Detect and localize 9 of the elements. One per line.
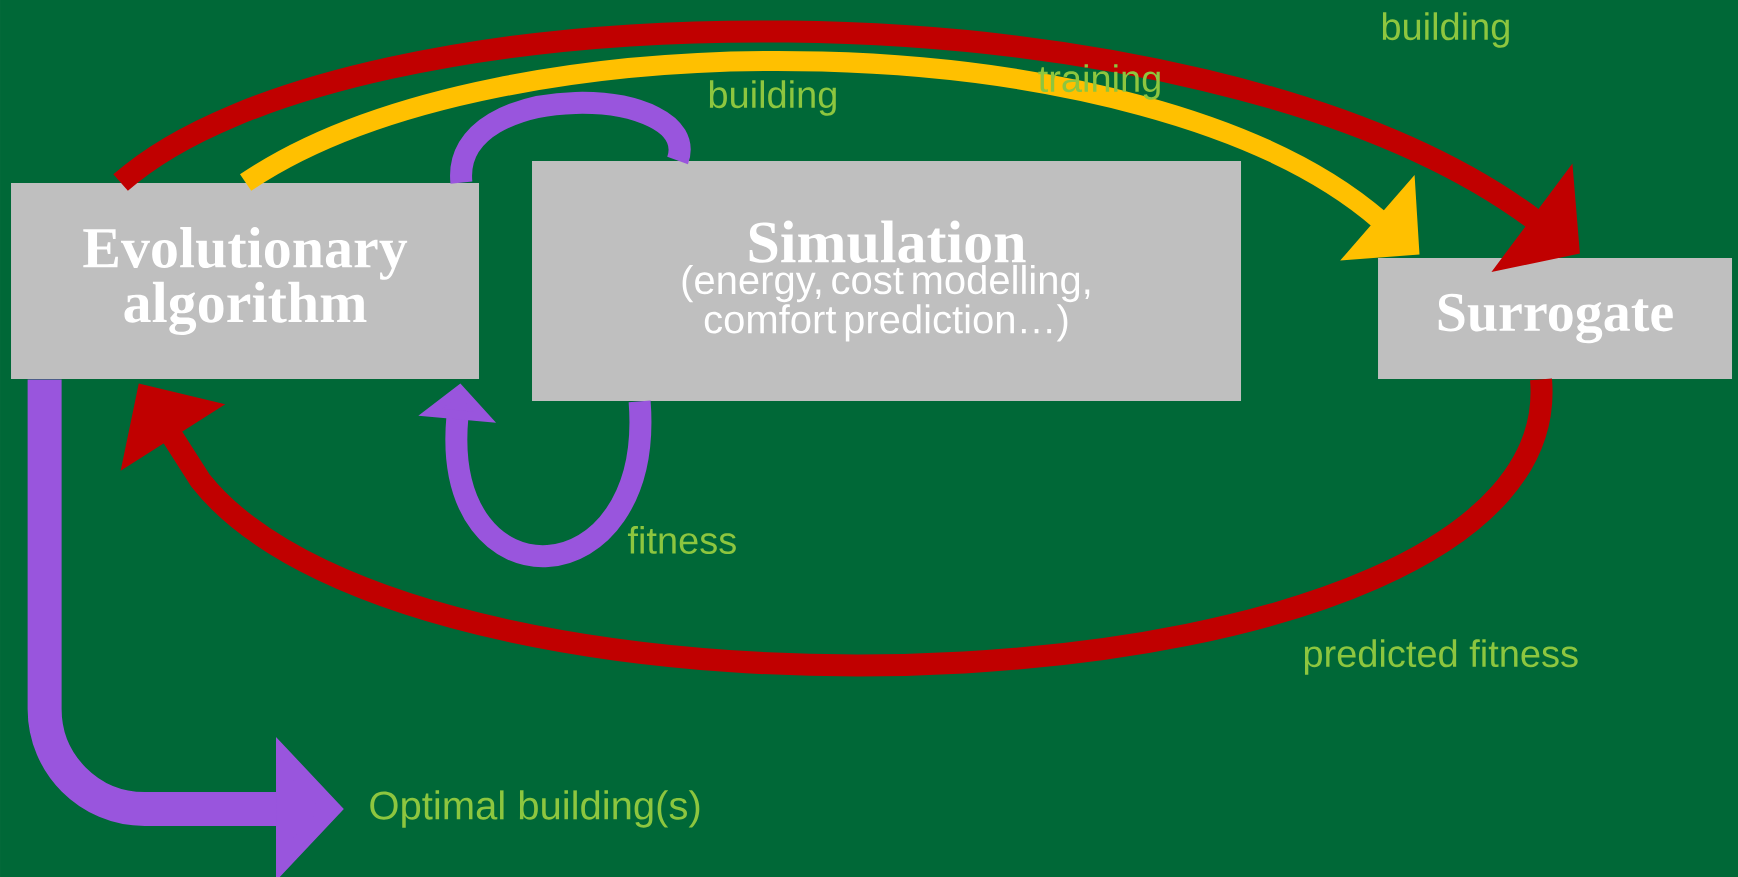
process-box: Simulation (energy, cost modelling, comfort prediction…) bbox=[532, 161, 1241, 401]
edge-label: predicted fitness bbox=[1304, 639, 1578, 675]
output-text: Optimal building(s) bbox=[370, 790, 700, 828]
edge-label: training bbox=[1038, 64, 1160, 100]
process-box: Surrogate bbox=[1378, 258, 1732, 379]
edge-label: fitness bbox=[627, 526, 736, 554]
edge-label: building bbox=[709, 80, 836, 116]
edge-label: building bbox=[1382, 12, 1509, 48]
process-box: Evolutionary algorithm bbox=[11, 183, 479, 379]
